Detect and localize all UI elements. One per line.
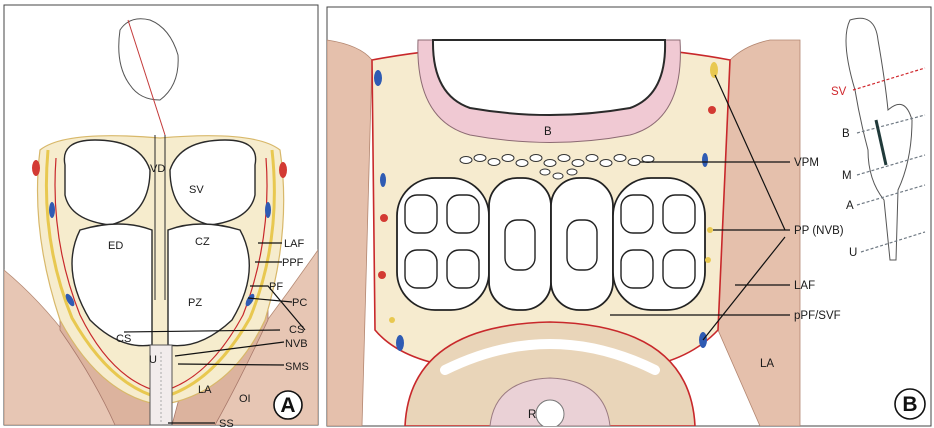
label-pz: PZ xyxy=(188,297,202,309)
vessel-blue-right xyxy=(265,202,271,218)
label-pp: PP (NVB) xyxy=(794,225,844,237)
label-la-b: LA xyxy=(760,358,774,370)
label-sms: SMS xyxy=(285,361,309,373)
panel-a: VD SV ED CZ PZ U LA OI LAF PPF PF PC CS … xyxy=(4,5,318,428)
label-b: B xyxy=(544,126,552,138)
panel-a-letter: A xyxy=(280,394,295,417)
label-ed: ED xyxy=(108,240,123,252)
label-cs-right: CS xyxy=(289,324,304,336)
label-ppf: PPF xyxy=(282,257,304,269)
rectum-core xyxy=(536,400,564,428)
label-vd: VD xyxy=(150,163,165,175)
label-la: LA xyxy=(198,384,212,396)
label-cz: CZ xyxy=(195,236,210,248)
vessel-red-left xyxy=(32,160,40,176)
label-r: R xyxy=(528,409,536,421)
label-oi: OI xyxy=(239,393,251,405)
inset-label-u: U xyxy=(849,247,857,259)
label-u: U xyxy=(149,354,157,366)
label-laf: LAF xyxy=(284,238,304,250)
vessel-red-right xyxy=(279,162,287,178)
inset-label-sv: SV xyxy=(831,86,847,98)
label-laf-b: LAF xyxy=(794,280,815,292)
panel-b-letter: B xyxy=(902,393,917,416)
label-nvb: NVB xyxy=(285,338,308,350)
panel-b: B R LA VPM PP (NVB) LAF pPF/SVF SV B M A… xyxy=(327,7,931,428)
label-sv: SV xyxy=(189,184,204,196)
label-ppf-svf: pPF/SVF xyxy=(794,310,841,322)
label-pf: PF xyxy=(269,281,283,293)
label-ss: SS xyxy=(219,418,234,428)
inset-label-b: B xyxy=(842,128,850,140)
inset-label-a: A xyxy=(846,200,854,212)
vessel-blue-left xyxy=(49,202,55,218)
label-pc: PC xyxy=(292,297,307,309)
label-cs-center: CS xyxy=(116,333,131,345)
label-vpm: VPM xyxy=(794,157,819,169)
inset-label-m: M xyxy=(842,170,852,182)
bladder-lumen xyxy=(433,40,665,115)
